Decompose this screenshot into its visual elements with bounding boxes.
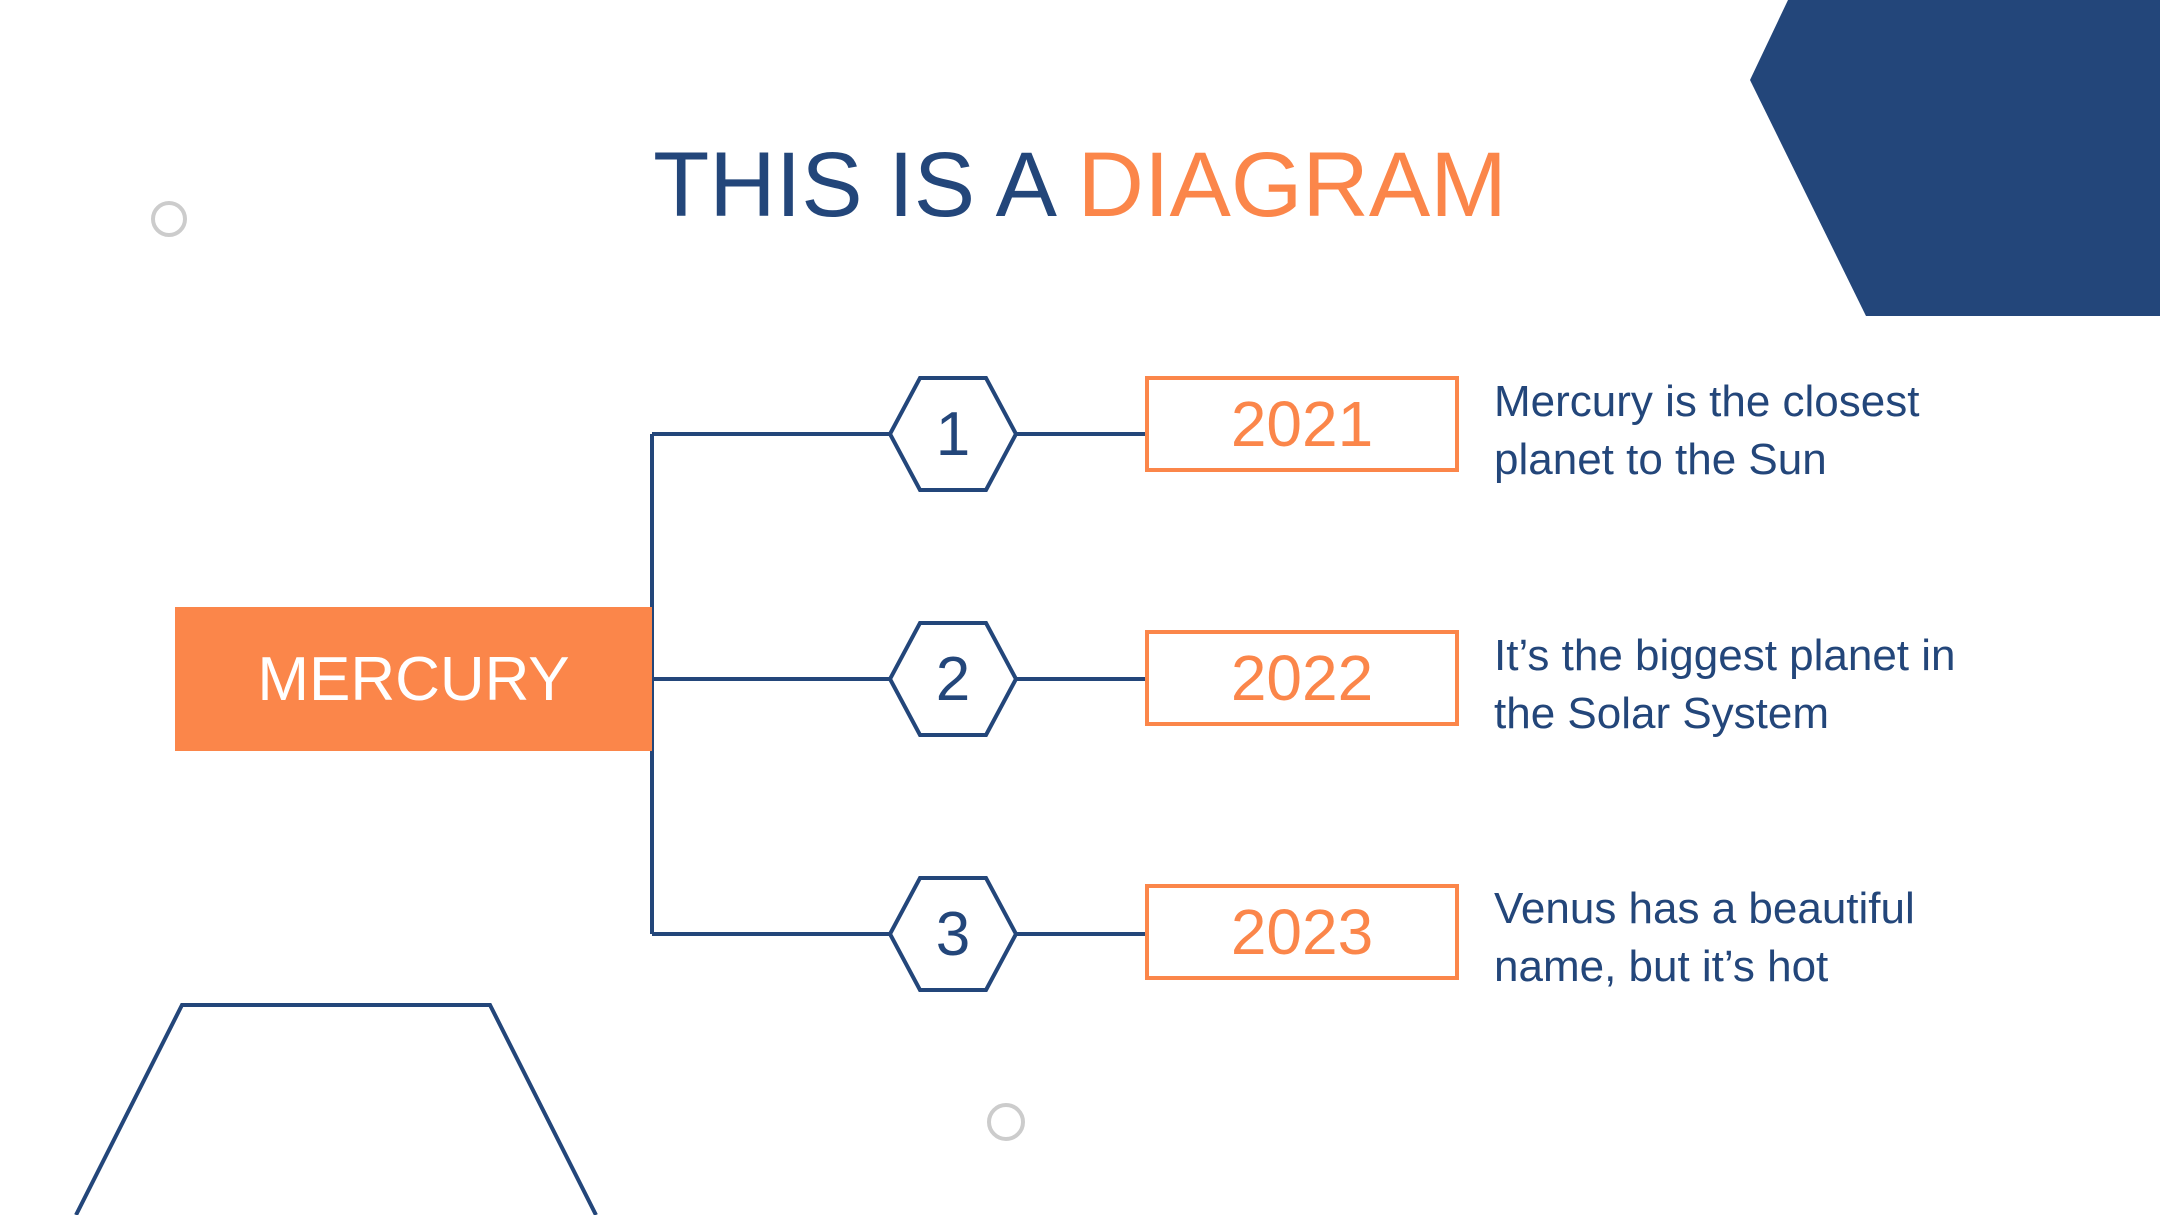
outline-trapezoid-bottom-left bbox=[74, 1003, 598, 1215]
root-node-mercury: MERCURY bbox=[175, 607, 652, 751]
year-label: 2021 bbox=[1230, 388, 1374, 460]
description-1: Mercury is the closest planet to the Sun bbox=[1494, 377, 1920, 484]
branch-number-3: 3 bbox=[935, 899, 971, 969]
title-part-navy: THIS IS A bbox=[653, 134, 1052, 236]
description-2: It’s the biggest planet in the Solar Sys… bbox=[1494, 631, 1956, 738]
title-part-orange: DIAGRAM bbox=[1077, 134, 1507, 236]
year-box-2021: 2021 bbox=[1145, 376, 1459, 472]
year-box-2023: 2023 bbox=[1145, 884, 1459, 980]
description-3: Venus has a beautiful name, but it’s hot bbox=[1494, 884, 1915, 991]
hexagon-3 bbox=[887, 876, 1019, 992]
root-node-label: MERCURY bbox=[257, 644, 570, 714]
page-title: THIS IS A DIAGRAM bbox=[0, 130, 2160, 240]
year-label: 2023 bbox=[1230, 896, 1374, 968]
hexagon-1 bbox=[887, 376, 1019, 492]
navy-corner-hexagon bbox=[1750, 0, 2160, 316]
gray-ring-top-left bbox=[151, 201, 187, 237]
gray-ring-bottom bbox=[987, 1103, 1025, 1141]
year-label: 2022 bbox=[1230, 642, 1374, 714]
branch-number-2: 2 bbox=[935, 644, 971, 714]
year-box-2022: 2022 bbox=[1145, 630, 1459, 726]
hexagon-2 bbox=[887, 621, 1019, 737]
branch-number-1: 1 bbox=[935, 399, 971, 469]
